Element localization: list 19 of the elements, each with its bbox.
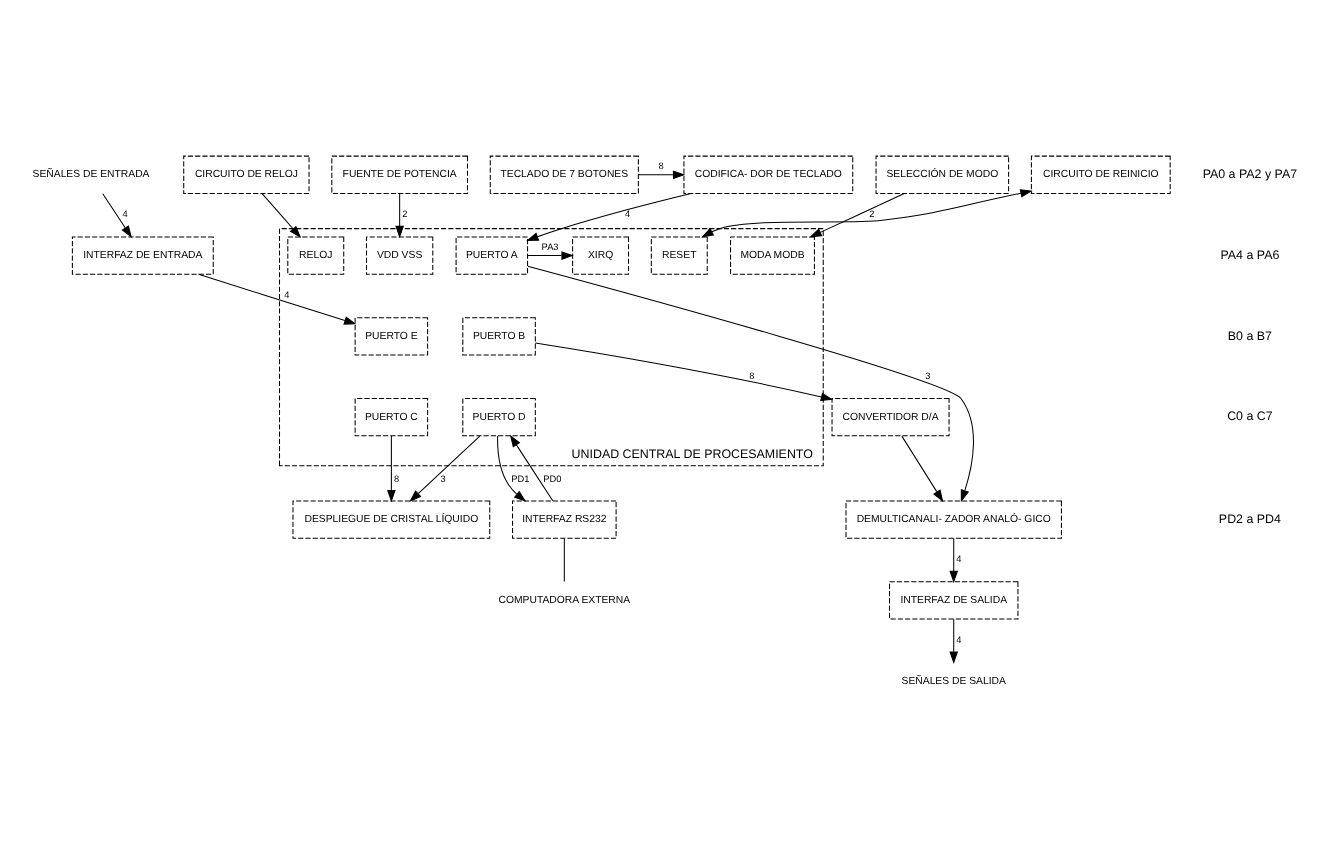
arrow xyxy=(261,193,302,238)
arrow xyxy=(497,435,527,502)
arrow xyxy=(526,192,692,241)
arrow xyxy=(949,538,959,584)
arrow xyxy=(198,273,357,325)
arrow xyxy=(701,189,1033,238)
arrow xyxy=(809,192,905,238)
arrow xyxy=(638,170,686,180)
arrow xyxy=(949,618,959,664)
arrow xyxy=(527,251,574,260)
arrow xyxy=(509,434,554,502)
arrow xyxy=(534,342,834,402)
arrow xyxy=(409,435,481,502)
arrow xyxy=(102,193,132,239)
connector xyxy=(563,538,565,583)
arrow xyxy=(395,193,404,239)
arrow xyxy=(527,265,974,503)
arrow xyxy=(901,435,944,503)
arrow xyxy=(387,435,396,503)
